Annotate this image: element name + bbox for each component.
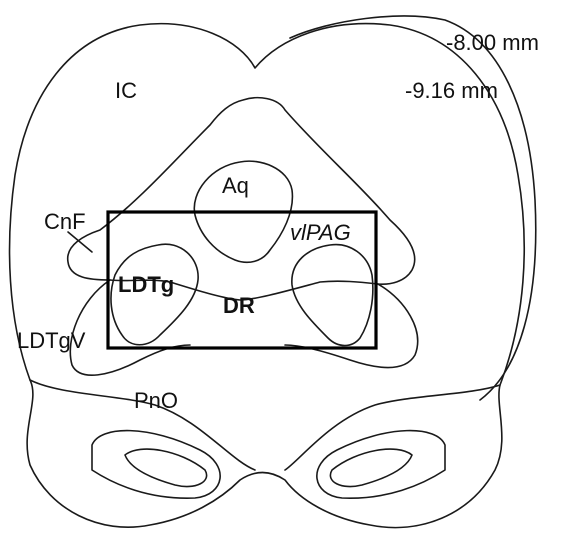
basal-contour bbox=[29, 379, 256, 471]
lateral-tegmental-contour-right bbox=[284, 283, 419, 369]
right-lower-bean-outer bbox=[316, 429, 446, 499]
label-ldtgv: LDTgV bbox=[17, 328, 86, 353]
outer-section-outline bbox=[8, 22, 526, 529]
label-dr: DR bbox=[223, 293, 255, 318]
aqueduct-outline bbox=[193, 160, 294, 264]
label-cnf: CnF bbox=[44, 209, 86, 234]
rear-section-outline bbox=[289, 15, 537, 401]
right-lower-bean-inner bbox=[329, 448, 413, 488]
label-pno: PnO bbox=[134, 388, 178, 413]
basal-contour-right bbox=[284, 384, 501, 471]
left-lower-bean-inner bbox=[124, 448, 208, 488]
label-ic: IC bbox=[115, 78, 137, 103]
cnf-pointer-line bbox=[67, 231, 93, 253]
left-lower-bean-outer bbox=[91, 429, 221, 499]
level-label-rostral: -9.16 mm bbox=[405, 78, 498, 103]
label-aq: Aq bbox=[222, 173, 249, 198]
region-of-interest-box bbox=[106, 210, 378, 350]
level-label-caudal: -8.00 mm bbox=[446, 30, 539, 55]
lateral-tegmental-contour-left bbox=[69, 279, 191, 376]
ldtg-right-outline bbox=[291, 243, 374, 347]
label-vlpag: vlPAG bbox=[290, 220, 351, 245]
label-ldtg: LDTg bbox=[118, 272, 174, 297]
central-gray-outline bbox=[67, 96, 416, 301]
ldtg-left-outline bbox=[110, 243, 199, 346]
